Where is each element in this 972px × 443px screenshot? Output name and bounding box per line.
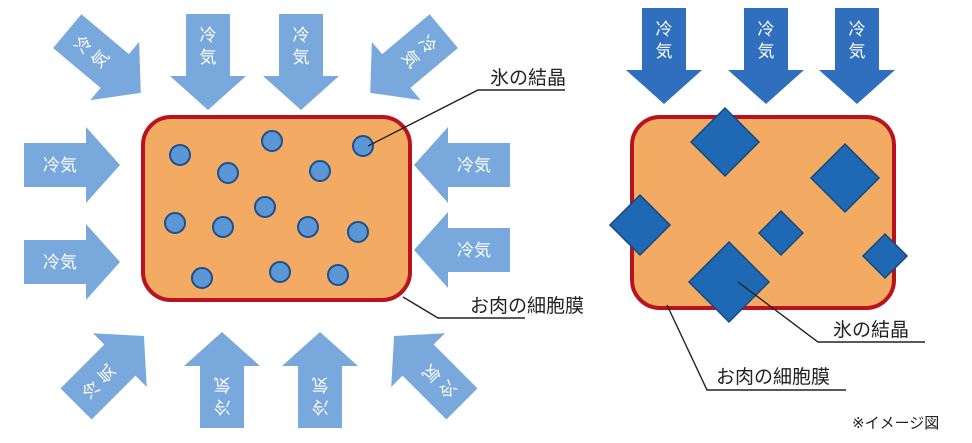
right-large-ice-crystals <box>608 106 909 324</box>
arrow-label: 冷気 <box>849 20 866 62</box>
small-ice-crystal <box>217 162 239 184</box>
left-meat-cell <box>141 115 412 302</box>
arrow-shape <box>24 224 120 300</box>
cold-air-arrow-bottom-2: 冷気 <box>282 332 358 428</box>
cold-air-arrow-top-left: 冷気 <box>53 14 141 101</box>
arrow-shape <box>53 14 141 101</box>
arrow-shape <box>414 212 510 288</box>
arrow-shape <box>184 332 260 428</box>
cold-air-arrow-top-1: 冷気 <box>170 14 246 110</box>
small-ice-crystal <box>347 221 369 243</box>
cold-air-arrow-top-2: 冷気 <box>263 14 339 110</box>
arrow-shape <box>626 8 702 104</box>
arrow-label: 冷気 <box>43 253 77 273</box>
cold-air-arrow-top-right: 冷気 <box>370 14 458 101</box>
arrow-shape <box>414 127 510 203</box>
right-crystal-callout: 氷の結晶 <box>833 319 909 341</box>
arrow-label: 冷気 <box>457 156 491 176</box>
arrow-shape <box>282 332 358 428</box>
arrow-shape <box>728 8 804 104</box>
arrow-shape <box>391 333 478 420</box>
arrow-label: 冷気 <box>200 26 217 68</box>
cold-air-arrow-bottom-right: 冷気 <box>391 333 478 420</box>
arrow-label: 冷気 <box>293 26 310 68</box>
cold-air-arrow-right-panel-3: 冷気 <box>819 8 895 104</box>
right-cold-air-arrows: 冷気 冷気 冷気 <box>626 8 895 104</box>
arrow-shape <box>24 127 120 203</box>
cold-air-arrow-right-1: 冷気 <box>414 127 510 203</box>
right-membrane-callout: お肉の細胞膜 <box>716 366 830 388</box>
cold-air-arrow-bottom-left: 冷気 <box>60 333 147 420</box>
cold-air-arrow-left-2: 冷気 <box>24 224 120 300</box>
arrow-shape <box>263 14 339 110</box>
illustration-note: ※イメージ図 <box>852 414 939 432</box>
arrow-label: 冷気 <box>758 20 775 62</box>
arrow-label: 冷気 <box>457 241 491 261</box>
left-crystal-leader-line <box>367 89 565 147</box>
large-ice-crystal <box>608 193 672 257</box>
arrow-label: 冷気 <box>656 20 673 62</box>
small-ice-crystal <box>164 212 186 234</box>
right-membrane-leader-line <box>666 304 846 391</box>
small-ice-crystal <box>261 130 283 152</box>
small-ice-crystal <box>191 267 213 289</box>
cold-air-arrow-left-1: 冷気 <box>24 127 120 203</box>
left-membrane-leader-line <box>402 296 525 319</box>
left-membrane-callout: お肉の細胞膜 <box>470 295 584 317</box>
cold-air-arrow-right-panel-1: 冷気 <box>626 8 702 104</box>
arrow-shape <box>819 8 895 104</box>
small-ice-crystal <box>212 216 234 238</box>
large-ice-crystal <box>861 232 909 280</box>
left-crystal-callout: 氷の結晶 <box>490 67 566 89</box>
left-small-ice-crystals <box>164 130 374 289</box>
arrow-label: 冷気 <box>214 374 231 416</box>
large-ice-crystal <box>809 142 881 214</box>
small-ice-crystal <box>327 264 349 286</box>
arrow-shape <box>60 333 147 420</box>
large-ice-crystal <box>689 106 761 178</box>
small-ice-crystal <box>169 144 191 166</box>
arrow-shape <box>370 14 458 101</box>
small-ice-crystal <box>297 216 319 238</box>
cold-air-arrow-bottom-1: 冷気 <box>184 332 260 428</box>
arrow-label: 冷気 <box>43 156 77 176</box>
large-ice-crystal <box>757 209 805 257</box>
large-ice-crystal <box>687 240 771 324</box>
right-crystal-leader-line <box>737 281 925 343</box>
small-ice-crystal <box>269 261 291 283</box>
arrow-label: 冷気 <box>312 374 329 416</box>
small-ice-crystal <box>309 160 331 182</box>
arrow-shape <box>170 14 246 110</box>
small-ice-crystal <box>254 196 276 218</box>
cold-air-arrow-right-2: 冷気 <box>414 212 510 288</box>
cold-air-arrow-right-panel-2: 冷気 <box>728 8 804 104</box>
small-ice-crystal <box>352 135 374 157</box>
